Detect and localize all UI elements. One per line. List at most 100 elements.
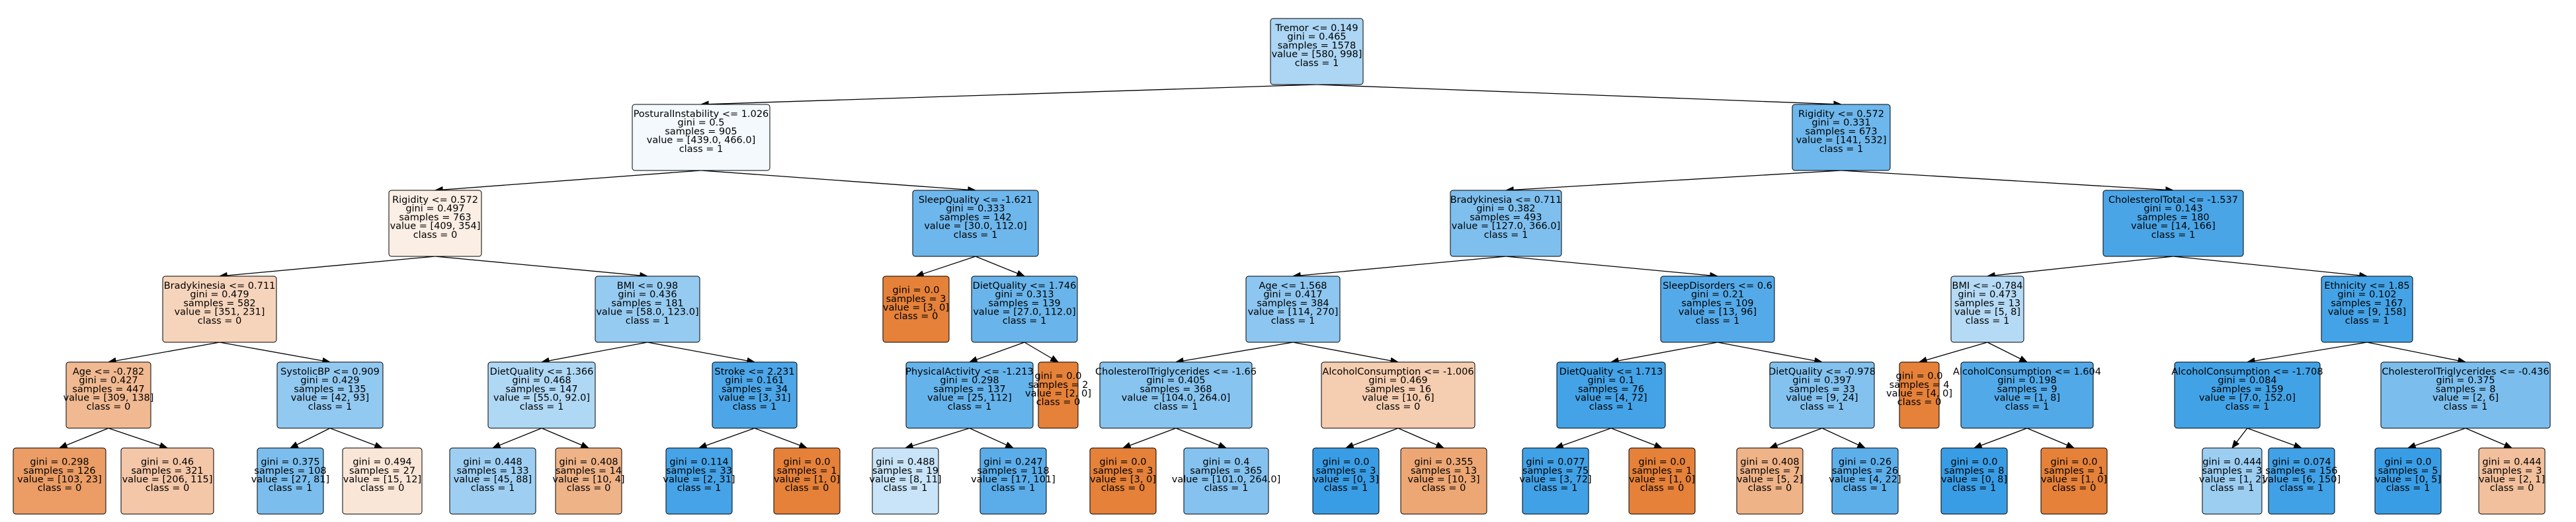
tree-node-line: samples = 321	[131, 466, 203, 476]
tree-node-line: gini = 0.397	[1792, 375, 1851, 386]
tree-edge-n3-n7	[219, 342, 331, 365]
tree-node-line: Age <= 1.568	[1259, 281, 1327, 291]
tree-node-line: class = 1	[884, 483, 928, 494]
tree-node-line: value = [439.0, 466.0]	[647, 135, 756, 146]
tree-node-box	[773, 447, 841, 515]
tree-node-line: class = 1	[1484, 230, 1528, 241]
tree-edge-n17-n19	[975, 256, 1026, 277]
tree-node-box	[872, 447, 939, 515]
tree-node-line: gini = 0.465	[1287, 32, 1346, 42]
tree-node-line: value = [55.0, 92.0]	[493, 393, 590, 404]
tree-node-line: samples = 13	[1954, 298, 2020, 309]
tree-node-line: class = 1	[1154, 402, 1198, 412]
tree-node-line: class = 1	[269, 483, 313, 494]
tree-node-line: AlcoholConsumption <= -1.006	[1322, 367, 1474, 377]
tree-node-line: gini = 0.355	[1414, 457, 1473, 468]
tree-node-line: gini = 0.084	[2218, 375, 2276, 386]
tree-node-line: samples = 3	[1093, 466, 1153, 476]
tree-node-box	[342, 447, 423, 515]
tree-node-box	[912, 190, 1039, 257]
tree-edge-n11-n13	[541, 428, 590, 449]
tree-edge-n1-n17	[700, 170, 977, 194]
tree-edge-n19-n20	[968, 342, 1025, 363]
tree-node-line: class = 1	[308, 402, 353, 412]
tree-node-line: samples = 763	[399, 212, 471, 223]
tree-node-line: class = 0	[360, 483, 405, 494]
tree-node-line: gini = 0.408	[1740, 457, 1799, 468]
tree-node-line: class = 1	[1295, 58, 1339, 69]
tree-edge-n33-n37	[1717, 342, 1823, 364]
tree-node-line: class = 0	[2490, 483, 2534, 494]
tree-node-line: gini = 0.0	[893, 285, 940, 296]
tree-edge-n50-n51	[2407, 428, 2466, 449]
tree-node-line: class = 0	[2052, 483, 2097, 494]
tree-edge-n40-n41	[1986, 256, 2174, 279]
tree-node-line: gini = 0.479	[190, 289, 249, 300]
tree-node-box	[2102, 190, 2244, 257]
tree-node-box	[1660, 276, 1775, 343]
tree-node-line: gini = 0.473	[1958, 289, 2016, 300]
tree-node-line: samples = 167	[2331, 298, 2403, 309]
tree-node-line: gini = 0.143	[2143, 204, 2202, 214]
tree-edge-n40-n46	[2173, 256, 2368, 279]
tree-node-line: samples = 1	[777, 466, 837, 476]
tree-node-box	[388, 190, 482, 257]
tree-edge-n47-n49	[2247, 428, 2303, 449]
tree-node-line: samples = 76	[1578, 384, 1644, 394]
tree-node-line: samples = 9	[1997, 384, 2057, 394]
tree-node-line: class = 1	[1952, 483, 1997, 494]
tree-node-line: value = [58.0, 123.0]	[596, 307, 698, 318]
tree-edges	[58, 84, 2513, 449]
tree-node-line: Rigidity <= 0.572	[392, 195, 478, 205]
tree-node-line: samples = 3	[2202, 466, 2263, 476]
tree-node-line: value = [580, 998]	[1272, 50, 1362, 60]
tree-edge-n30-n31	[1345, 428, 1399, 449]
tree-edge-n10-n14	[647, 342, 756, 364]
tree-node-line: gini = 0.444	[2202, 457, 2261, 468]
tree-node-line: class = 1	[1324, 483, 1368, 494]
tree-node-line: gini = 0.0	[1323, 457, 1370, 468]
tree-node-line: Stroke <= 2.231	[714, 367, 794, 377]
tree-edge-n41-n42	[1918, 342, 1988, 363]
tree-node-line: value = [0, 8]	[1941, 474, 2007, 485]
tree-node-line: value = [13, 96]	[1679, 307, 1757, 318]
tree-node-line: class = 0	[38, 483, 82, 494]
tree-node-line: gini = 0.074	[2272, 457, 2331, 468]
tree-node-line: value = [1, 0]	[774, 474, 840, 485]
tree-node-box	[1831, 447, 1899, 515]
tree-edge-n4-n5	[58, 428, 109, 449]
tree-node-line: gini = 0.331	[1811, 118, 1870, 128]
tree-node-line: samples = 109	[1681, 298, 1753, 309]
tree-node-line: samples = 8	[2436, 384, 2496, 394]
tree-node-box	[1960, 361, 2094, 429]
tree-node-line: gini = 0.21	[1691, 289, 1744, 300]
tree-node-line: samples = 135	[294, 384, 366, 394]
tree-node-box	[2174, 361, 2321, 429]
tree-node-line: samples = 139	[988, 298, 1060, 309]
tree-node-line: Age <= -0.782	[73, 367, 144, 377]
tree-node-line: value = [409, 354]	[390, 221, 481, 232]
tree-node-line: samples = 8	[1944, 466, 2005, 476]
tree-edge-n27-n28	[1122, 428, 1177, 449]
tree-node-box	[1899, 361, 1940, 429]
tree-node-line: gini = 0.0	[1639, 457, 1686, 468]
tree-node-box	[1769, 361, 1875, 429]
tree-node-line: value = [45, 88]	[454, 474, 532, 485]
tree-node-line: BMI <= -0.784	[1952, 281, 2023, 291]
tree-node-line: value = [206, 115]	[122, 474, 213, 485]
tree-node-line: Rigidity <= 0.572	[1798, 109, 1884, 120]
